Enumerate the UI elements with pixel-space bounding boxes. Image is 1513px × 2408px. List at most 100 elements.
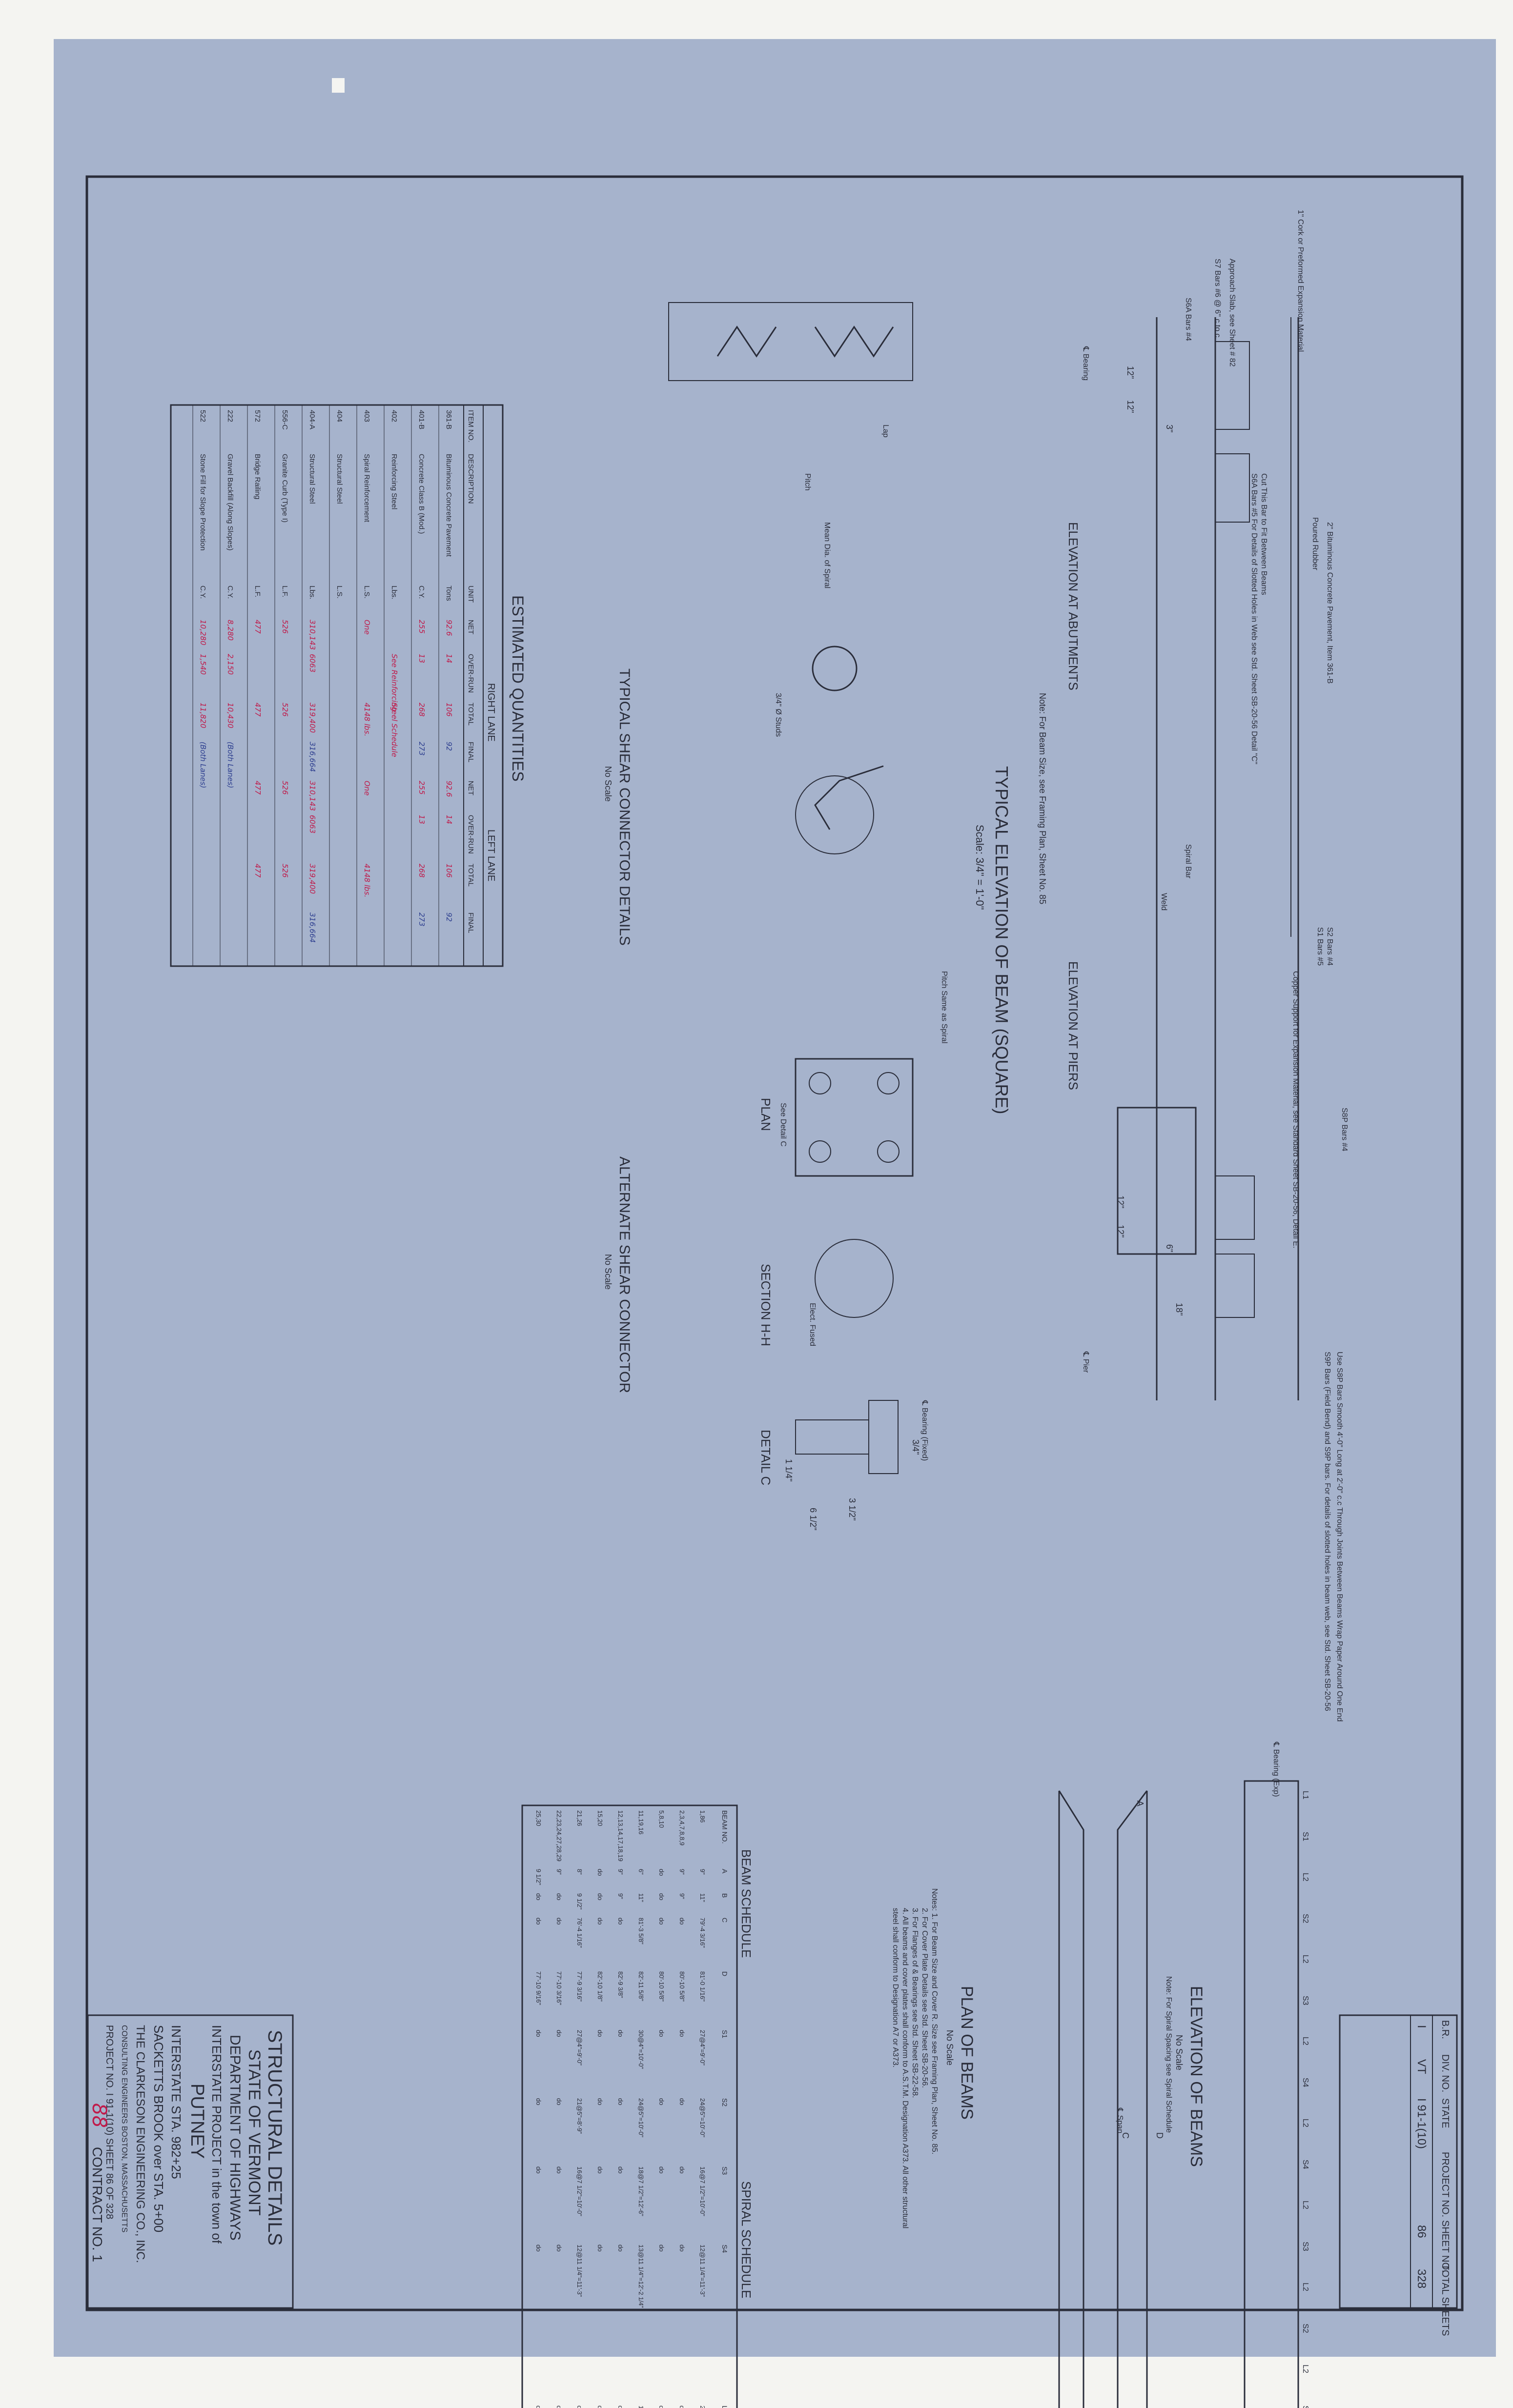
qty-cell: 92.6 [445, 781, 453, 797]
qty-cell: One [363, 781, 371, 796]
qty-cell: 92 [445, 912, 453, 922]
shear-title: TYPICAL SHEAR CONNECTOR DETAILS [616, 668, 633, 946]
beam-sched-cell: 21@5"=8'-9" [576, 2098, 583, 2134]
qty-cell: 14 [445, 815, 453, 824]
qty-h3: NET [467, 620, 475, 634]
beam-sched-cell: do [596, 2098, 604, 2105]
beam-sched-cell: 81'-0 1/16" [699, 1971, 706, 2002]
qty-cell: (Both Lanes) [226, 742, 235, 788]
beam-note: Note: For Beam Size, see Framing Plan, S… [1038, 693, 1047, 904]
plan-beams-title: PLAN OF BEAMS [958, 1986, 976, 2120]
beam-elevation: TYPICAL ELEVATION OF BEAM (SQUARE) Scale… [974, 210, 1349, 1721]
beam-sched-cell: 11" [699, 1893, 706, 1902]
qty-cell: 526 [281, 781, 289, 795]
qty-cell: 477 [253, 620, 262, 634]
beam-sched-cell: do [617, 2406, 624, 2408]
qty-cell: (Both Lanes) [199, 742, 207, 788]
beam-sched-cell: do [535, 2406, 542, 2408]
elev-seg-label: L2 [1301, 2037, 1309, 2045]
qty-cell: Tons [445, 586, 453, 601]
qty-h6: FINAL [467, 742, 475, 763]
beam-sched-cell: do [555, 1893, 563, 1900]
qty-cell: 1,540 [199, 654, 207, 675]
qty-cell: 222 [226, 410, 234, 422]
beam-sched-cell: 27@4"=9'-0" [576, 2030, 583, 2065]
tb-v0: I [1415, 2025, 1428, 2028]
qty-cell: 522 [199, 410, 207, 422]
punch-hole [332, 78, 345, 93]
callout-23: ℄ Bearing [1082, 346, 1090, 381]
beam-sched-cell: 6" [637, 1869, 645, 1875]
elev-seg-label: L2 [1301, 2119, 1309, 2127]
plan-beams-scale: No Scale [945, 2030, 955, 2065]
beam-sched-cell: 82'-9 3/8" [617, 1971, 624, 1998]
qty-cell: Bridge Railing [253, 454, 262, 499]
elev-labels: L1S1L2S2L2S3L2S4L2S4L2S3L2S2L2S1L1 [1301, 1791, 1309, 2408]
main-scale: Scale: 3/4" = 1'-0" [974, 825, 986, 910]
beam-sched-cell: 9" [699, 1869, 706, 1875]
callout-22: Elect. Fused [808, 1303, 817, 1346]
callout-4: Poured Rubber [1311, 517, 1319, 570]
callout-17: Lap [881, 425, 890, 438]
qty-cell: Structural Steel [335, 454, 344, 504]
tb-line-1: STATE OF VERMONT [245, 2049, 264, 2216]
qty-h1: DESCRIPTION [467, 454, 475, 504]
plan-label-c: C [1121, 2132, 1130, 2139]
qty-cell: Structural Steel [308, 454, 316, 504]
qty-cell: 477 [253, 781, 262, 795]
beam-sched-cell: do [535, 2245, 542, 2251]
qty-cell: 319,400 [308, 864, 317, 894]
tb-line-3: INTERSTATE PROJECT in the town of [209, 2025, 224, 2244]
qty-cell: L.S. [335, 586, 344, 599]
tb-div: DIV. NO. [1440, 2054, 1451, 2092]
qty-cell: 310,143 [308, 620, 317, 650]
beam-sched-cell: do [658, 1918, 665, 1924]
beam-sched-cell: 5,8,10 [658, 1810, 665, 1828]
qty-cell: 403 [363, 410, 371, 422]
qty-cell: 401-B [417, 410, 426, 429]
qty-h9: TOTAL [467, 864, 475, 887]
tb-line-0: STRUCTURAL DETAILS [264, 2030, 286, 2246]
tb-line-9: PROJECT NO. I 91-1(10) SHEET 86 OF 328 [104, 2025, 115, 2219]
callout-27: ℄ Bearing (Fixed) [920, 1400, 929, 1461]
tb-v1: VT [1415, 2059, 1428, 2074]
beam-sched-cell: 77'-10 3/16" [555, 1971, 563, 2005]
beam-sched-cell: do [658, 1893, 665, 1900]
elev-seg-label: L2 [1301, 2365, 1309, 2373]
beam-sched-cell: do [678, 2245, 686, 2251]
qty-cell: 4148 lbs. [363, 864, 371, 897]
elev-seg-label: L2 [1301, 2201, 1309, 2209]
elev-seg-label: S1 [1301, 2406, 1309, 2408]
beam-sched-cell: do [596, 2030, 604, 2037]
callout-11: Copper Support for Expansion Material, s… [1291, 971, 1300, 1248]
qty-cell: 268 [417, 864, 426, 878]
qty-cell: Stone Fill for Slope Protection [199, 454, 207, 550]
beam-sched-cell: 9" [678, 1893, 686, 1899]
quantities-table: ESTIMATED QUANTITIES RIGHT LANE LEFT LAN… [170, 404, 527, 967]
callout-10: S8P Bars #4 [1340, 1108, 1349, 1152]
beam-sched-cell: do [535, 2030, 542, 2037]
qty-cell: 92 [445, 742, 453, 751]
callout-5: 2" Bituminous Concrete Pavement, Item 36… [1326, 522, 1334, 684]
qty-cell: 273 [417, 742, 426, 756]
beam-sched-header: C [721, 1918, 729, 1922]
beam-sched-cell: do [678, 2406, 686, 2408]
elev-seg-label: S2 [1301, 2324, 1309, 2333]
callout-24: ℄ Pier [1082, 1351, 1090, 1373]
beam-sched-cell: 9 1/2" [576, 1893, 583, 1910]
detail-c-label: DETAIL C [758, 1430, 773, 1485]
beam-sched-header: L1 [721, 2406, 729, 2408]
beam-sched-cell: do [617, 2166, 624, 2173]
qty-cell: 13 [417, 654, 426, 663]
beam-sched-header: S3 [721, 2166, 729, 2175]
tb-br: B.R. [1440, 2020, 1451, 2039]
beam-sched-cell: 77'-10 9/16" [535, 1971, 542, 2005]
beam-sched-cell: 13@11 1/4"=12'-2 1/4" [637, 2245, 645, 2308]
rotated-drawing: B.R. DIV. NO. STATE PROJECT NO. SHEET NO… [87, 210, 1458, 2408]
elev-seg-label: S2 [1301, 1914, 1309, 1923]
elev-beams-title: ELEVATION OF BEAMS [1187, 1986, 1206, 2167]
qty-cell: 4148 lbs. [363, 703, 371, 736]
qty-cell: Concrete Class B (Mod.) [417, 454, 426, 534]
beam-sched-cell: do [596, 1869, 604, 1876]
